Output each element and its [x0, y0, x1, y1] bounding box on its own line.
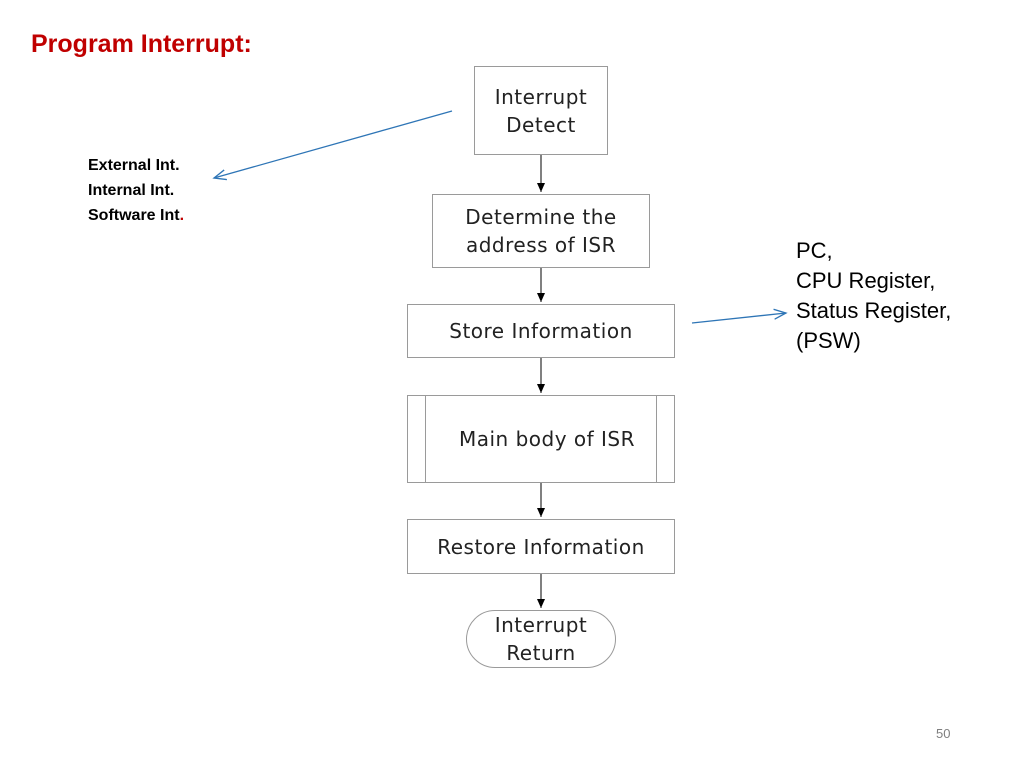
determine-address-label: Determine the address of ISR: [465, 205, 617, 257]
interrupt-detect-box: Interrupt Detect: [474, 66, 608, 155]
store-information-box: Store Information: [407, 304, 675, 358]
status-register-item: Status Register,: [796, 298, 952, 323]
arrow-store-to-registers: [691, 313, 786, 324]
interrupt-return-label: Interrupt Return: [494, 613, 588, 665]
restore-information-label: Restore Information: [437, 534, 645, 559]
restore-information-box: Restore Information: [407, 519, 675, 574]
predefined-left-bar: [425, 396, 426, 482]
main-body-isr-box: Main body of ISR: [407, 395, 675, 483]
pc-item: PC,: [796, 238, 833, 263]
interrupt-detect-label: Interrupt Detect: [494, 84, 588, 137]
software-int-item: Software Int.: [88, 203, 184, 228]
software-int-text: Software Int: [88, 207, 180, 224]
external-int-item: External Int.: [88, 157, 180, 174]
interrupt-return-terminal: Interrupt Return: [466, 610, 616, 668]
page-number: 50: [936, 726, 951, 741]
internal-int-item: Internal Int.: [88, 182, 175, 199]
software-int-period: .: [179, 207, 185, 224]
cpu-register-item: CPU Register,: [796, 268, 936, 293]
slide-title: Program Interrupt:: [31, 30, 252, 58]
arrow-detect-to-sources: [214, 110, 453, 178]
main-body-isr-label: Main body of ISR: [458, 427, 636, 451]
predefined-right-bar: [656, 396, 657, 482]
stored-items-list: PC, CPU Register, Status Register, (PSW): [796, 236, 951, 356]
psw-item: (PSW): [796, 328, 861, 353]
store-information-label: Store Information: [449, 319, 633, 343]
interrupt-sources-list: External Int. Internal Int. Software Int…: [88, 153, 184, 228]
determine-address-box: Determine the address of ISR: [432, 194, 650, 268]
